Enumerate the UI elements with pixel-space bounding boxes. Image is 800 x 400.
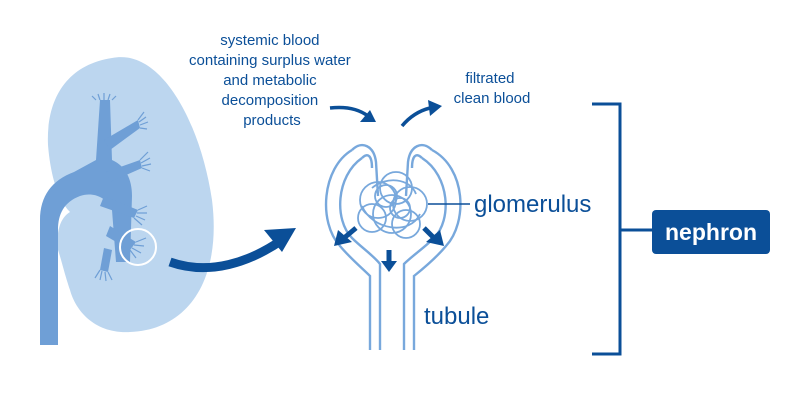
kidney	[40, 57, 214, 345]
nephron-location-marker	[119, 228, 157, 266]
outflow-arrow	[400, 106, 431, 128]
zoom-arrow-head	[264, 228, 296, 252]
calyx-fringes	[91, 93, 152, 282]
tubule-label: tubule	[424, 303, 489, 330]
systemic-blood-line-3: and metabolic	[223, 72, 317, 89]
zoom-arrow	[168, 236, 285, 273]
nephron-badge	[652, 210, 770, 254]
glomerulus-tuft	[357, 171, 428, 239]
inflow-arrow	[329, 105, 370, 118]
afferent-arteriole	[351, 143, 380, 197]
efferent-arteriole	[404, 143, 433, 197]
filtrated-blood-line-1: filtrated	[465, 70, 514, 87]
glomerulus-label: glomerulus	[474, 191, 591, 218]
bowmans-capsule-inner	[339, 157, 382, 350]
systemic-blood-line-4: decomposition	[222, 92, 319, 109]
filtration-arrows	[334, 226, 444, 272]
systemic-blood-label: systemic blood containing surplus water …	[189, 32, 355, 129]
systemic-blood-line-1: systemic blood	[220, 32, 319, 49]
filtrated-blood-label: filtrated clean blood	[454, 70, 531, 107]
bowmans-capsule-outer	[324, 148, 372, 350]
systemic-blood-line-2: containing surplus water	[189, 52, 351, 69]
inflow-arrow-head	[360, 110, 376, 122]
nephron-label: nephron	[665, 219, 757, 245]
nephron-bracket	[592, 102, 652, 356]
outflow-arrow-head	[428, 100, 442, 116]
filtrated-blood-line-2: clean blood	[454, 90, 531, 107]
systemic-blood-line-5: products	[243, 112, 301, 129]
renal-pelvis	[40, 100, 142, 345]
